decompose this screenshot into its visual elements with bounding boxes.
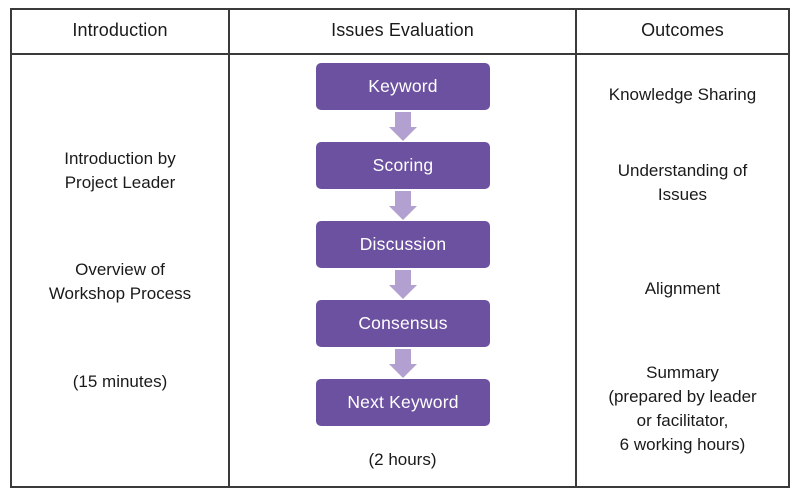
outcome-item-summary: Summary (prepared by leader or facilitat… xyxy=(608,363,757,454)
column-divider-1 xyxy=(228,8,230,488)
introduction-item-leader: Introduction by Project Leader xyxy=(64,149,176,192)
arrow-shaft xyxy=(395,112,411,127)
flow-step-discussion[interactable]: Discussion xyxy=(316,221,490,268)
arrow-head xyxy=(389,285,417,299)
outcome-item-understanding-of-issues: Understanding of Issues xyxy=(617,161,748,204)
outcome-item-knowledge-sharing: Knowledge Sharing xyxy=(608,85,757,104)
introduction-item-duration: (15 minutes) xyxy=(72,372,168,391)
table-header-divider xyxy=(10,53,790,55)
column-header-outcomes-label: Outcomes xyxy=(641,20,724,40)
arrow-down-icon-scoring-to-discussion xyxy=(388,191,418,221)
arrow-head xyxy=(389,364,417,378)
arrow-head xyxy=(389,206,417,220)
column-header-outcomes: Outcomes xyxy=(577,8,788,53)
arrow-shaft xyxy=(395,270,411,285)
arrow-down-icon-discussion-to-consensus xyxy=(388,270,418,300)
flow-step-scoring-label: Scoring xyxy=(372,155,434,175)
column-header-introduction-label: Introduction xyxy=(72,20,168,40)
column-header-issues-evaluation: Issues Evaluation xyxy=(230,8,575,53)
flow-step-consensus-label: Consensus xyxy=(358,313,448,333)
flow-step-discussion-label: Discussion xyxy=(359,234,447,254)
column-header-introduction: Introduction xyxy=(12,8,228,53)
outcome-item-alignment: Alignment xyxy=(644,279,721,298)
issues-evaluation-column: Keyword Scoring Discussion Consensus xyxy=(230,55,575,486)
introduction-item-overview: Overview of Workshop Process xyxy=(48,260,192,303)
arrow-down-icon-keyword-to-scoring xyxy=(388,112,418,142)
arrow-down-icon-consensus-to-next-keyword xyxy=(388,349,418,379)
flow-step-next-keyword[interactable]: Next Keyword xyxy=(316,379,490,426)
arrow-shaft xyxy=(395,191,411,206)
arrow-head xyxy=(389,127,417,141)
column-divider-2 xyxy=(575,8,577,488)
flow-step-scoring[interactable]: Scoring xyxy=(316,142,490,189)
introduction-column: Introduction by Project Leader Overview … xyxy=(12,55,228,486)
flow-step-next-keyword-label: Next Keyword xyxy=(347,392,459,412)
flow-step-keyword[interactable]: Keyword xyxy=(316,63,490,110)
flow-step-keyword-label: Keyword xyxy=(368,76,438,96)
issues-evaluation-duration: (2 hours) xyxy=(368,450,437,469)
outcomes-column: Knowledge Sharing Understanding of Issue… xyxy=(577,55,788,486)
arrow-shaft xyxy=(395,349,411,364)
column-header-issues-evaluation-label: Issues Evaluation xyxy=(331,20,474,40)
flow-step-consensus[interactable]: Consensus xyxy=(316,300,490,347)
